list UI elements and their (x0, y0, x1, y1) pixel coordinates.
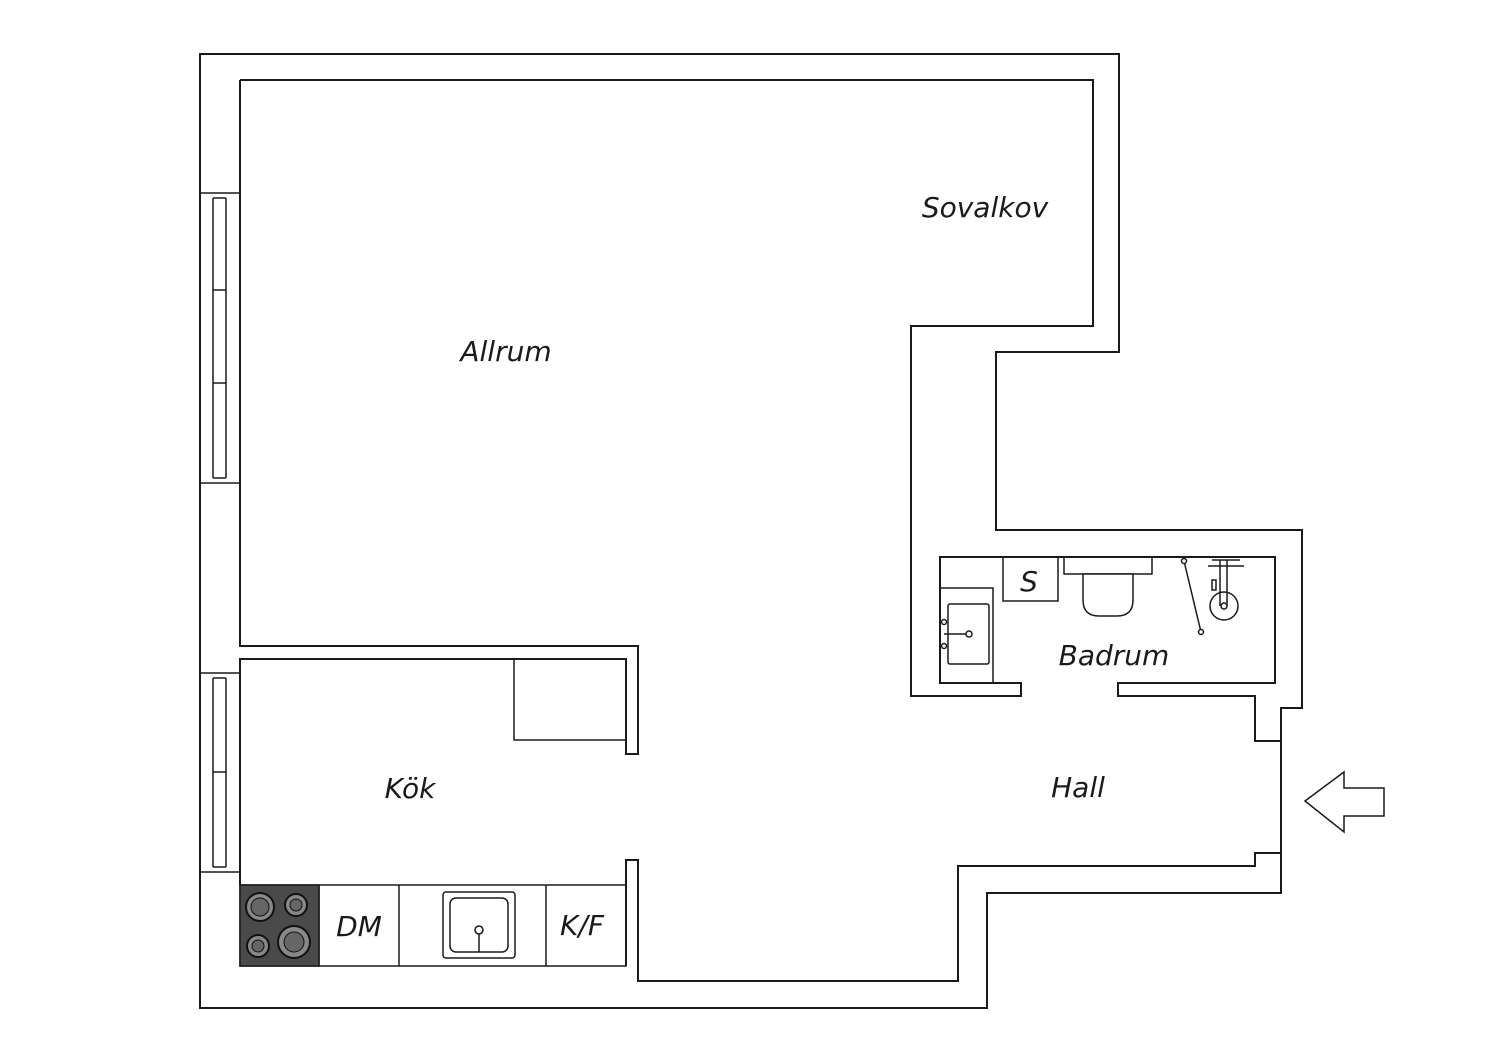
fixture-label-dishwasher: DM (336, 910, 382, 943)
stove-icon (239, 884, 320, 967)
shower-icon (1180, 557, 1244, 636)
toilet-icon (1063, 557, 1153, 617)
room-label-hall: Hall (1051, 771, 1105, 804)
room-label-badrum: Badrum (1059, 639, 1170, 672)
room-label-allrum: Allrum (458, 335, 551, 368)
room-label-sovalkov: Sovalkov (922, 191, 1049, 224)
inner-wall-hall-bottom (625, 852, 1281, 982)
kitchen-sink-icon (442, 891, 516, 959)
fixture-label-fridge-freezer: K/F (560, 909, 605, 942)
room-label-kok: Kök (385, 772, 437, 805)
fixture-label-storage: S (1020, 565, 1038, 598)
bathroom-sink-icon (940, 587, 994, 683)
window-kok (199, 672, 241, 873)
inner-wall-main (240, 79, 1281, 742)
arrow-left-icon (1303, 770, 1385, 834)
inner-wall-allrum-left (239, 80, 639, 885)
outer-wall (199, 53, 1303, 1009)
storage-cabinet (1002, 556, 1059, 602)
window-allrum (199, 192, 241, 484)
kitchen-cabinet (513, 659, 626, 741)
